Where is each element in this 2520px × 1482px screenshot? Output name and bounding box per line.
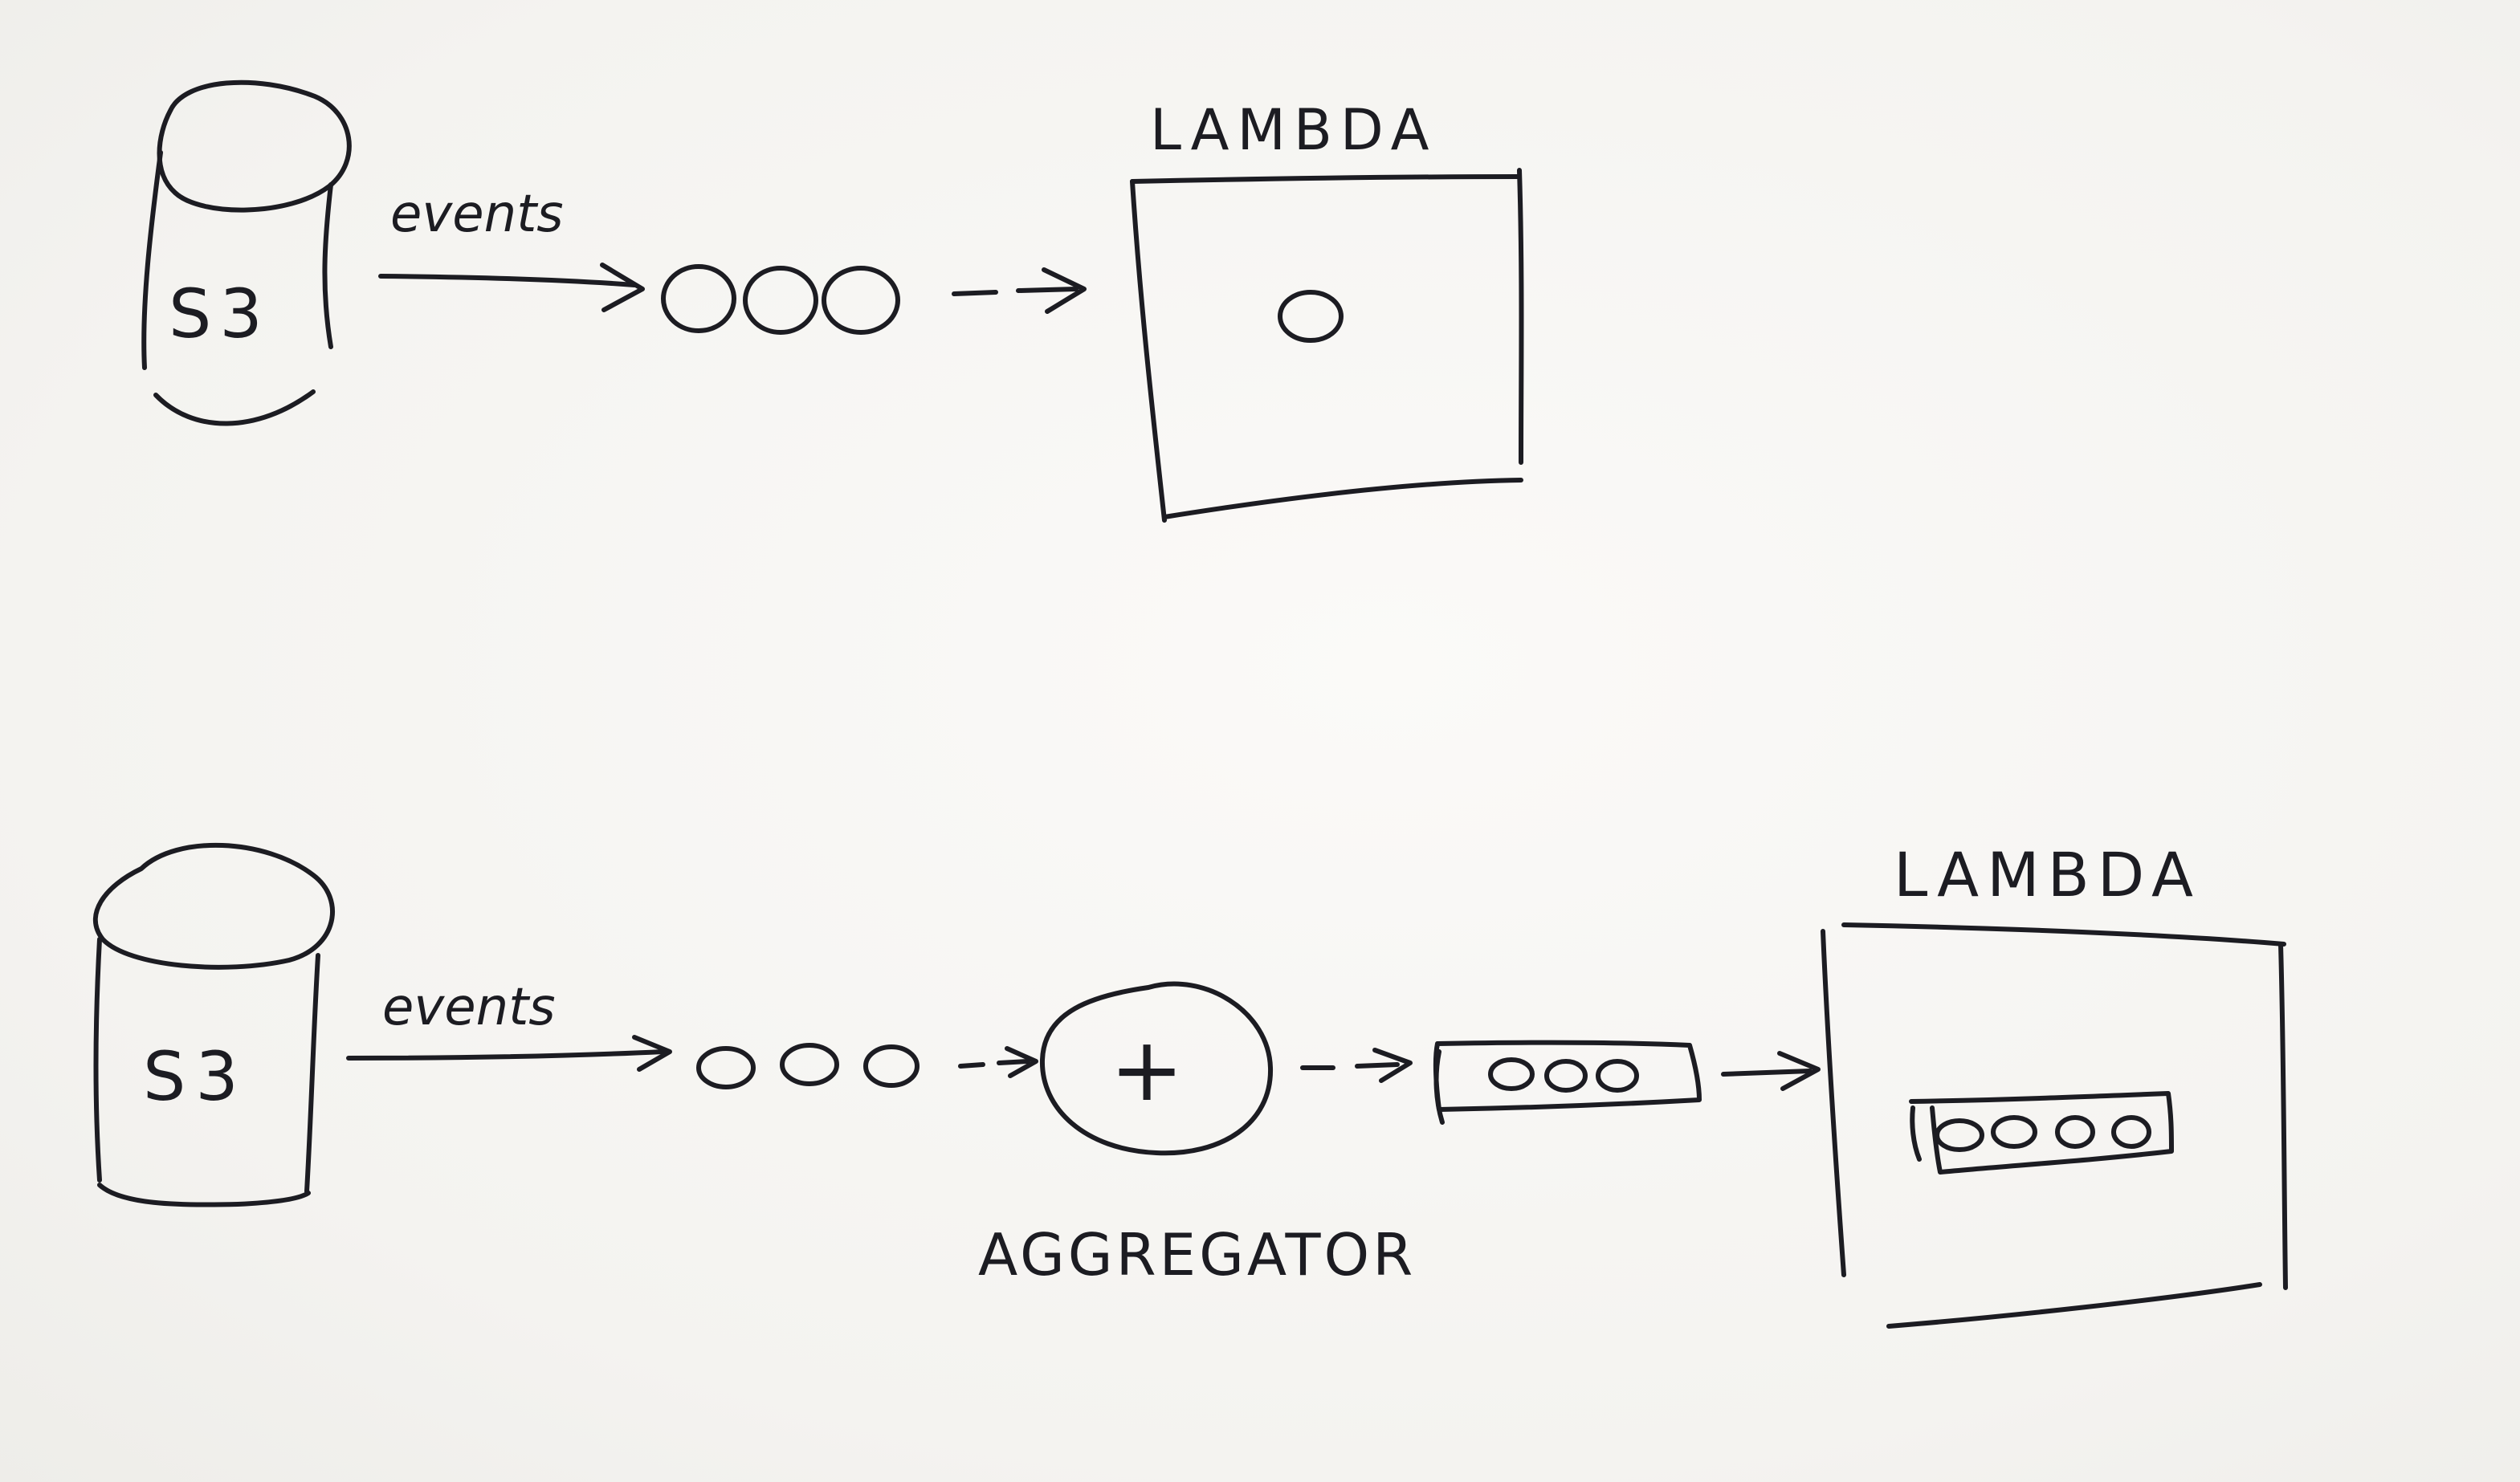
aggregator-circle — [1039, 981, 1274, 1156]
top-s3-bucket: S3 — [141, 79, 352, 426]
top-s3-left-side — [141, 150, 163, 370]
bottom-dash-arrow-2-shaft — [1355, 1062, 1400, 1069]
bottom-arrow-3 — [1721, 1069, 1813, 1077]
bottom-lambda-event-item — [1935, 1118, 1984, 1152]
top-lambda-event — [1278, 290, 1344, 343]
top-lambda-bottom-edge — [1162, 478, 1523, 519]
top-dash-arrow — [952, 290, 998, 296]
top-lambda-right-edge — [1517, 168, 1524, 465]
top-events-arrow — [378, 274, 637, 287]
top-flow: S3 events LAMBDA — [141, 79, 1524, 523]
top-event-item — [822, 266, 900, 335]
bottom-lambda-bottom-edge — [1886, 1282, 2262, 1329]
batch-box — [1433, 1040, 1702, 1125]
bottom-dash-arrow-1 — [958, 1062, 985, 1069]
top-lambda-left-edge — [1130, 179, 1167, 523]
top-s3-lid — [157, 79, 352, 213]
bottom-lambda-label: LAMBDA — [1894, 839, 2201, 910]
bottom-lambda-batch-outline — [1909, 1091, 2174, 1175]
top-s3-bottom — [153, 389, 316, 426]
batch-event-item — [1596, 1059, 1639, 1093]
top-s3-label: S3 — [169, 275, 271, 353]
top-events-arrowhead — [600, 263, 645, 312]
bottom-lambda-left-edge — [1821, 929, 1846, 1277]
bottom-dash-arrowhead-2 — [1372, 1048, 1413, 1083]
top-events-label: events — [390, 185, 564, 244]
bottom-s3-bucket: S3 — [92, 842, 335, 1207]
bottom-lambda-right-edge — [2278, 942, 2288, 1290]
bottom-event-item — [863, 1044, 920, 1088]
bottom-event-item — [780, 1043, 839, 1086]
batch-event-item — [1488, 1057, 1535, 1091]
bottom-events-label: events — [382, 978, 556, 1037]
top-event-queue — [661, 264, 900, 335]
bottom-lambda: LAMBDA — [1821, 839, 2288, 1329]
bottom-event-item — [696, 1046, 756, 1089]
bottom-lambda-event-item — [2055, 1115, 2095, 1149]
top-lambda-label: LAMBDA — [1150, 97, 1437, 163]
bottom-s3-left-side — [93, 937, 102, 1183]
top-event-item — [743, 266, 818, 335]
bottom-events-arrow — [346, 1049, 666, 1061]
batch-box-bracket — [1433, 1049, 1445, 1125]
bottom-events-arrowhead — [632, 1035, 672, 1072]
bottom-arrowhead-3 — [1777, 1051, 1821, 1091]
top-event-item — [661, 264, 736, 333]
top-dash-arrowhead — [1042, 267, 1087, 314]
bottom-event-queue — [696, 1043, 920, 1089]
bottom-dash-arrow-1-shaft — [997, 1059, 1030, 1065]
bottom-lambda-top-edge — [1841, 922, 2286, 947]
bottom-lambda-event-item — [2111, 1115, 2151, 1149]
aggregator-symbol: + — [1110, 1018, 1184, 1121]
batch-box-outline — [1433, 1040, 1702, 1112]
bottom-lambda-batch-bracket — [1910, 1105, 1922, 1162]
bottom-dash-arrowhead-1 — [1005, 1046, 1038, 1078]
bottom-s3-lid — [92, 842, 335, 970]
aggregator-label: AGGREGATOR — [978, 1221, 1416, 1289]
bottom-s3-bottom — [97, 1183, 311, 1207]
top-lambda: LAMBDA — [1130, 97, 1524, 523]
batch-event-item — [1544, 1059, 1588, 1093]
bottom-flow: S3 events + AGGREGATOR — [92, 839, 2288, 1329]
top-lambda-top-edge — [1130, 174, 1520, 184]
aggregator-node: + AGGREGATOR — [978, 981, 1416, 1289]
bottom-s3-right-side — [304, 953, 320, 1194]
top-dash-arrow-shaft — [1016, 287, 1079, 293]
bottom-s3-label: S3 — [143, 1037, 248, 1116]
bottom-lambda-event-item — [1991, 1115, 2037, 1149]
top-s3-right-side — [322, 182, 333, 349]
